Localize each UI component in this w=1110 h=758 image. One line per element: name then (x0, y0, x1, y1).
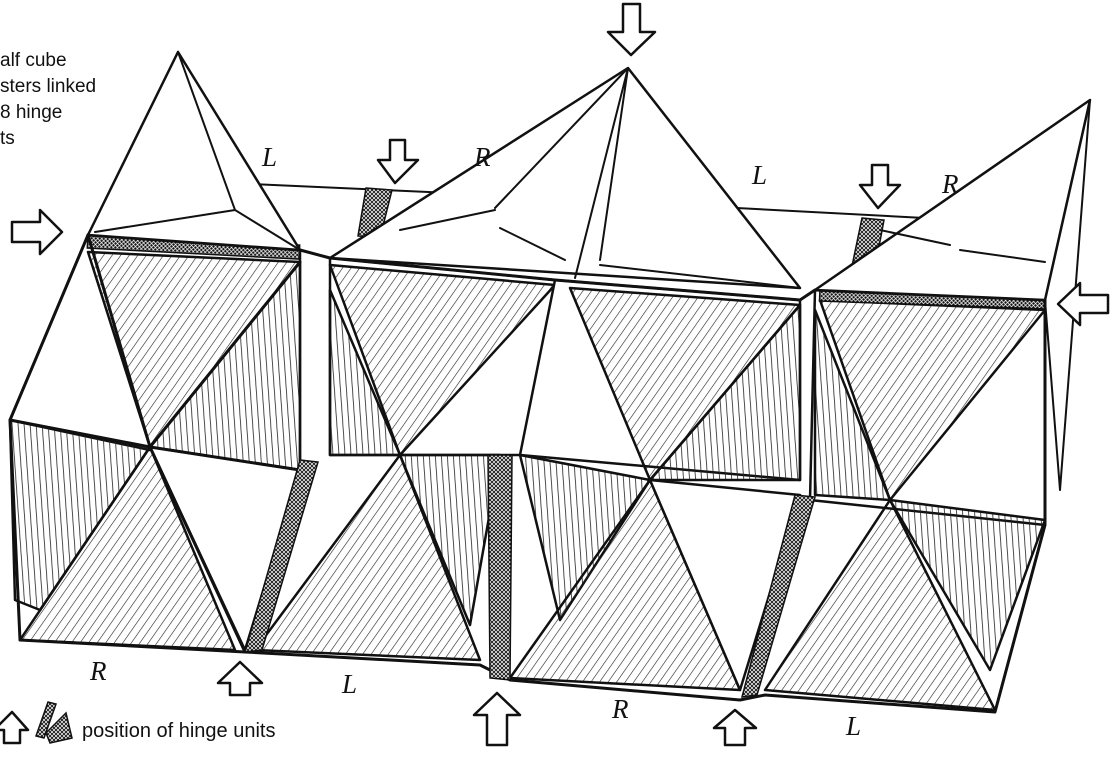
cube-block-4 (763, 286, 1047, 712)
label-top-3: L (751, 160, 767, 190)
legend-text: position of hinge units (82, 720, 276, 742)
cube-block-2 (253, 256, 557, 662)
block-2-hatched-triangle-upper (328, 263, 557, 457)
arrow-bottom-3 (712, 708, 758, 747)
label-bottom-2: L (341, 669, 357, 699)
legend-arrow-icon (0, 710, 30, 745)
block-2-left-vhatch (328, 288, 402, 457)
label-top-2: R (473, 142, 491, 172)
pyramid-1 (86, 50, 302, 252)
diag-edge-1b (86, 233, 152, 449)
label-bottom-4: L (845, 711, 861, 741)
pyramid-1-edges (94, 51, 301, 251)
legend-hinge-swatch-icon (35, 701, 73, 744)
figure-caption: alf cube sters linked 8 hinge ts (0, 50, 97, 149)
arrow-bottom-1 (216, 660, 264, 697)
arrow-top-right-hinge (858, 163, 902, 210)
hinge-unit-vertical-2 (487, 454, 513, 681)
label-bottom-3: R (611, 694, 629, 724)
block-4-right-vhatch (888, 498, 1047, 672)
cube-block-1 (8, 233, 302, 652)
diag-edge-1 (148, 445, 247, 654)
block-2-hatched-triangle-lower (253, 453, 482, 662)
hinge-unit-vertical-3 (740, 494, 816, 698)
diag-edge-1c (148, 260, 302, 449)
pyramid-3-face (813, 98, 1092, 302)
label-bottom-1: R (89, 656, 107, 686)
arrow-top-left-hinge (376, 138, 420, 185)
pyramid-2-face (328, 66, 802, 290)
outer-outline (8, 233, 1047, 714)
block-4-hatched-triangle-lower (763, 498, 997, 712)
pyramid-2 (328, 66, 802, 290)
label-top-1: L (261, 142, 277, 172)
arrow-right-side (1056, 281, 1110, 327)
block-3-right-vhatch (648, 303, 802, 482)
block-2-right-vhatch (398, 453, 502, 627)
hinge-unit-vertical-1 (243, 459, 319, 653)
block-4-left-vhatch (813, 308, 892, 502)
arrow-left-side (10, 208, 64, 256)
cube-block-3 (508, 278, 802, 692)
arrow-top-center (606, 2, 657, 57)
pyramid-2-edges (399, 67, 801, 289)
pyramid-1-face (86, 50, 302, 252)
arrow-bottom-2 (472, 691, 522, 747)
label-top-4: R (941, 169, 959, 199)
